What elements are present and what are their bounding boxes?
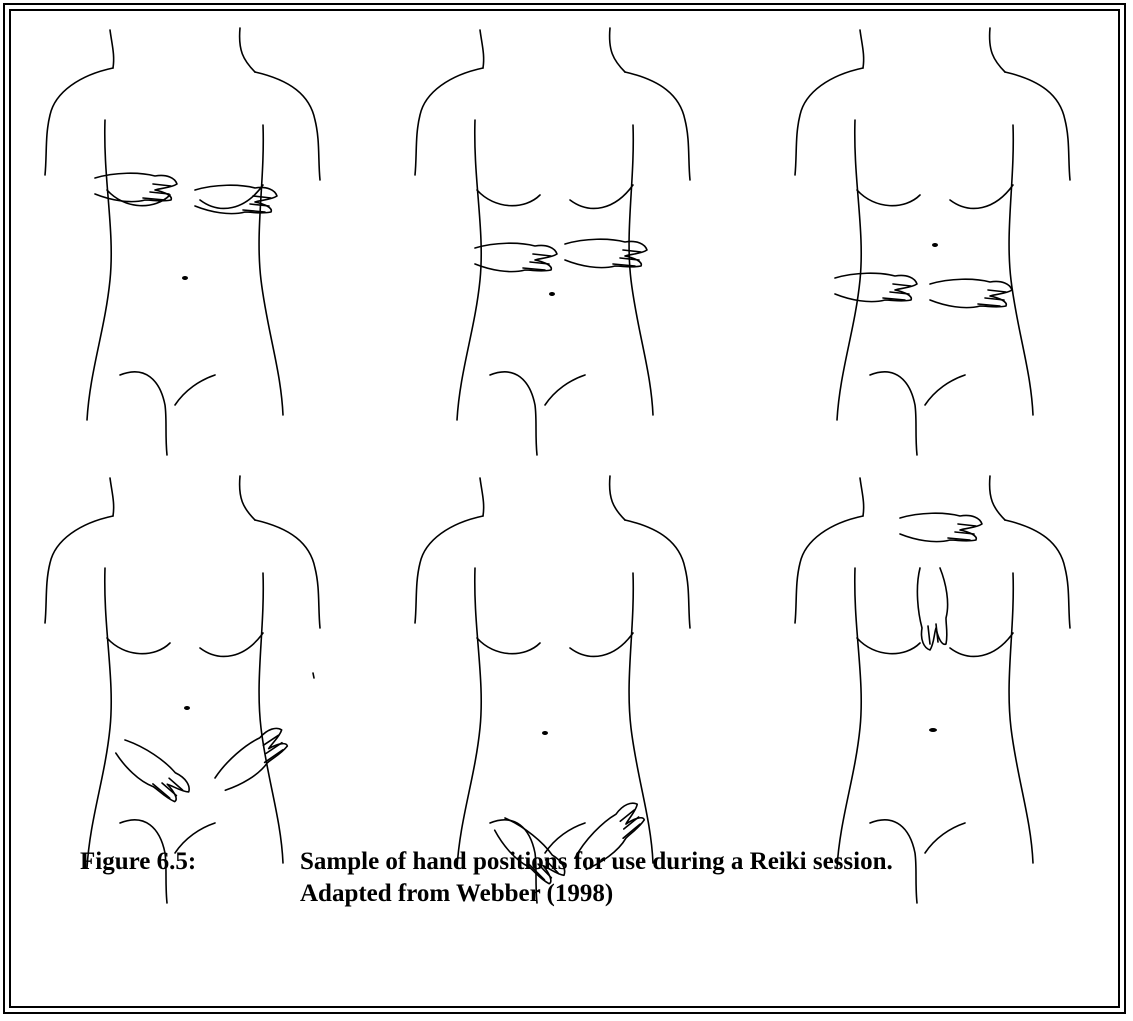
caption-line-1: Sample of hand positions for use during … — [300, 846, 893, 878]
torso-position-3 — [795, 28, 1070, 455]
torso-position-1 — [45, 28, 320, 455]
caption-line-2: Adapted from Webber (1998) — [300, 878, 613, 910]
torso-position-4 — [45, 476, 320, 903]
stray-mark — [313, 673, 314, 678]
torso-position-5 — [415, 476, 690, 903]
torso-position-6 — [795, 476, 1070, 903]
figure-label: Figure 6.5: — [80, 846, 196, 878]
torso-position-2 — [415, 28, 690, 455]
